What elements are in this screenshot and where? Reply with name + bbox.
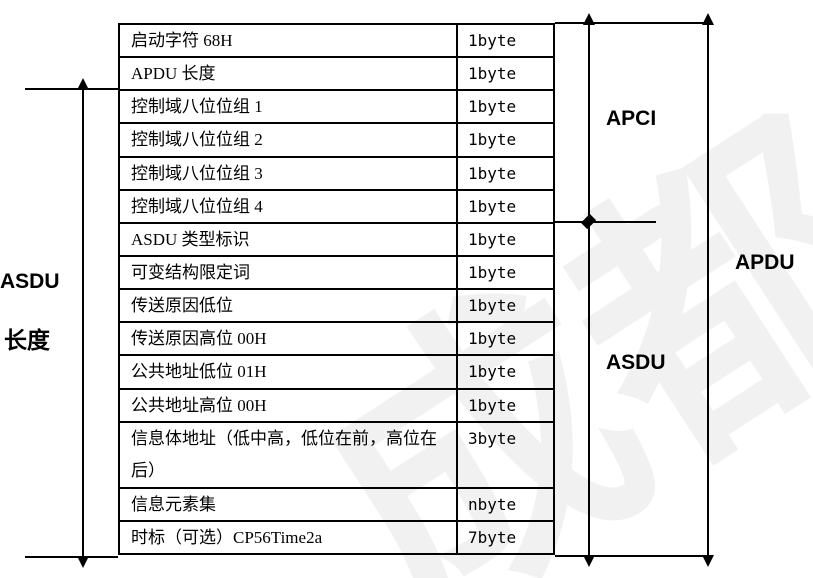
byte-size: 1byte [456, 290, 553, 322]
table-row: 控制域八位位组 3 1byte [120, 157, 553, 191]
field-label: 信息体地址（低中高，低位在前，高位在后） [131, 428, 437, 480]
table-row: ASDU 类型标识 1byte [120, 223, 553, 257]
asdu-length-label-line2: 长度 [4, 327, 50, 353]
asdu-length-span-line [82, 86, 84, 558]
field-label: 传送原因低位 [131, 296, 233, 316]
table-row: 时标（可选）CP56Time2a 7byte [120, 522, 553, 554]
table-row: APDU 长度 1byte [120, 58, 553, 92]
field-label: 控制域八位位组 2 [131, 130, 263, 150]
table-row: 信息元素集 nbyte [120, 488, 553, 523]
apdu-span-line [707, 24, 709, 556]
asdu-length-bottom-line [25, 556, 118, 558]
table-row: 公共地址低位 01H 1byte [120, 356, 553, 390]
field-label: 控制域八位位组 4 [131, 196, 263, 216]
bottom-extension-line [555, 555, 712, 557]
apci-asdu-span-line [588, 24, 590, 556]
field-label: 公共地址低位 01H [131, 362, 267, 382]
arrow-up-icon [702, 13, 714, 25]
field-label: 控制域八位位组 1 [131, 97, 263, 117]
frame-structure-table: 启动字符 68H 1byte APDU 长度 1byte 控制域八位位组 1 1… [118, 23, 555, 555]
arrow-down-icon [583, 555, 595, 567]
arrow-up-icon [77, 78, 89, 90]
table-row: 信息体地址（低中高，低位在前，高位在后） 3byte [120, 422, 553, 489]
top-extension-line [555, 22, 710, 24]
byte-size: 1byte [456, 124, 553, 156]
byte-size: 1byte [456, 58, 553, 90]
apci-label: APCI [606, 107, 657, 130]
byte-size: 1byte [456, 389, 553, 421]
field-label: APDU 长度 [131, 64, 216, 84]
field-label: 可变结构限定词 [131, 262, 250, 282]
byte-size: 1byte [456, 25, 553, 57]
apdu-label: APDU [735, 251, 795, 274]
field-label: 时标（可选）CP56Time2a [131, 528, 323, 548]
table-row: 公共地址高位 00H 1byte [120, 389, 553, 423]
byte-size: 1byte [456, 190, 553, 222]
asdu-length-top-line [25, 88, 118, 90]
field-label: 启动字符 68H [131, 31, 233, 50]
field-label: 传送原因高位 00H [131, 329, 267, 349]
table-row: 控制域八位位组 2 1byte [120, 124, 553, 158]
arrow-up-icon [583, 13, 595, 25]
field-label: 公共地址高位 00H [131, 395, 267, 415]
arrow-down-icon [77, 556, 89, 568]
table-row: 控制域八位位组 1 1byte [120, 91, 553, 125]
byte-size: 3byte [456, 422, 553, 487]
arrow-down-icon [702, 555, 714, 567]
field-label: 信息元素集 [131, 494, 216, 514]
asdu-length-label-line1: ASDU [0, 270, 60, 293]
byte-size: 1byte [456, 256, 553, 289]
table-row: 控制域八位位组 4 1byte [120, 190, 553, 224]
field-label: 控制域八位位组 3 [131, 163, 263, 183]
table-row: 传送原因高位 00H 1byte [120, 323, 553, 357]
table-row: 启动字符 68H 1byte [120, 25, 553, 59]
field-label: ASDU 类型标识 [131, 229, 250, 249]
byte-size: 1byte [456, 223, 553, 255]
asdu-label: ASDU [606, 351, 666, 374]
byte-size: 1byte [456, 91, 553, 123]
apci-asdu-junction-diamond-icon [580, 213, 597, 230]
byte-size: 1byte [456, 323, 553, 355]
byte-size: 1byte [456, 157, 553, 189]
byte-size: nbyte [456, 488, 553, 521]
byte-size: 7byte [456, 522, 553, 554]
apci-asdu-divider-line [555, 221, 656, 223]
table-row: 传送原因低位 1byte [120, 290, 553, 324]
table-row: 可变结构限定词 1byte [120, 256, 553, 291]
byte-size: 1byte [456, 356, 553, 388]
